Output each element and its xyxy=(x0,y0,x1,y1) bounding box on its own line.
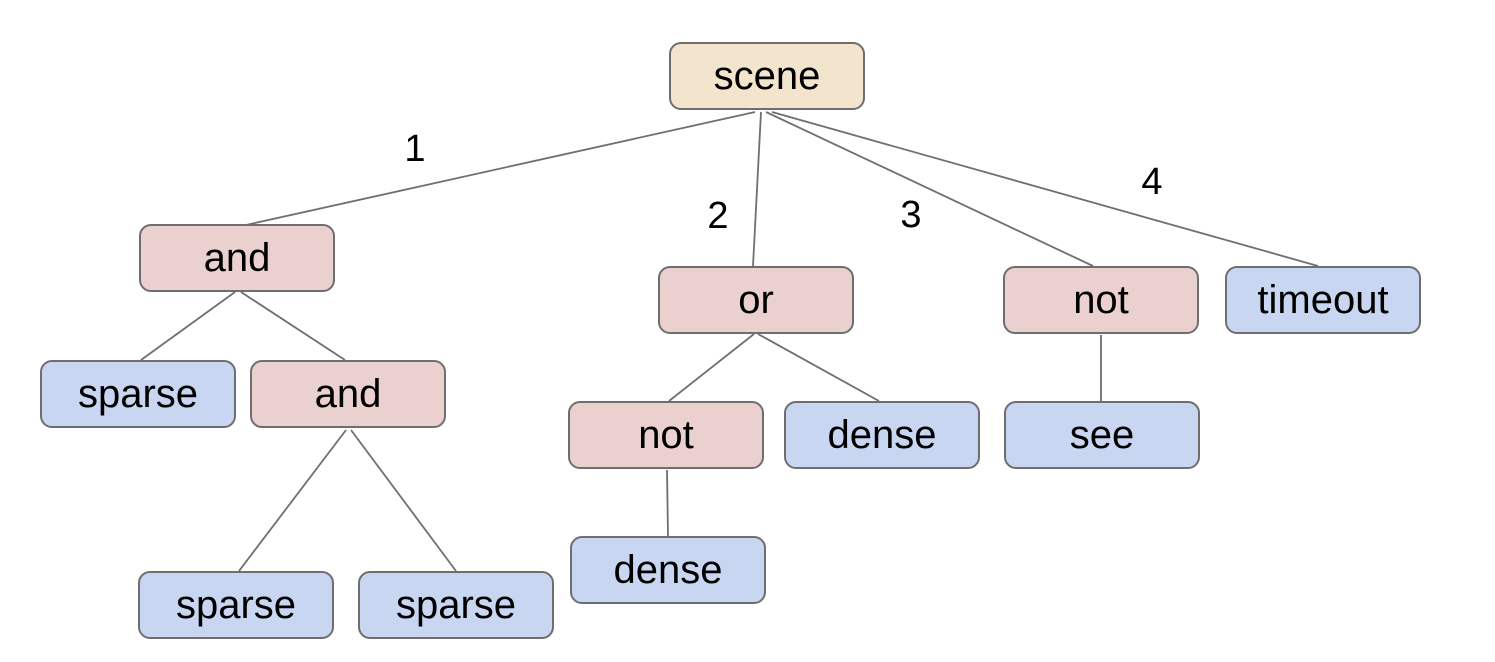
tree-node-dense-bottom: dense xyxy=(570,536,766,604)
edge-or-dense xyxy=(757,333,880,402)
edge-and-sparse xyxy=(140,291,236,361)
tree-node-scene: scene xyxy=(669,42,865,110)
edge-label-branch-2: 2 xyxy=(707,195,729,237)
edge-and-and xyxy=(240,291,346,361)
tree-node-sparse-bottom-right: sparse xyxy=(358,571,554,639)
edge-label-branch-3: 3 xyxy=(900,194,922,236)
edge-scene-and xyxy=(245,111,756,226)
edge-label-branch-4: 4 xyxy=(1141,161,1163,203)
tree-node-dense-right: dense xyxy=(784,401,980,469)
edge-not-dense xyxy=(666,469,669,537)
edge-scene-timeout xyxy=(771,111,1319,267)
edge-label-branch-1: 1 xyxy=(404,128,426,170)
tree-node-sparse-bottom-left: sparse xyxy=(138,571,334,639)
tree-node-and: and xyxy=(139,224,335,292)
tree-node-timeout: timeout xyxy=(1225,266,1421,334)
edge-and2-sparse2 xyxy=(350,429,457,572)
tree-node-not-mid: not xyxy=(568,401,764,469)
tree-node-sparse-left: sparse xyxy=(40,360,236,428)
edge-scene-not xyxy=(765,111,1094,267)
edge-scene-or xyxy=(752,111,762,267)
tree-node-or: or xyxy=(658,266,854,334)
tree-node-and-nested: and xyxy=(250,360,446,428)
edge-and2-sparse1 xyxy=(238,429,347,572)
tree-node-not-right: not xyxy=(1003,266,1199,334)
edge-or-not xyxy=(668,333,755,402)
tree-node-see: see xyxy=(1004,401,1200,469)
